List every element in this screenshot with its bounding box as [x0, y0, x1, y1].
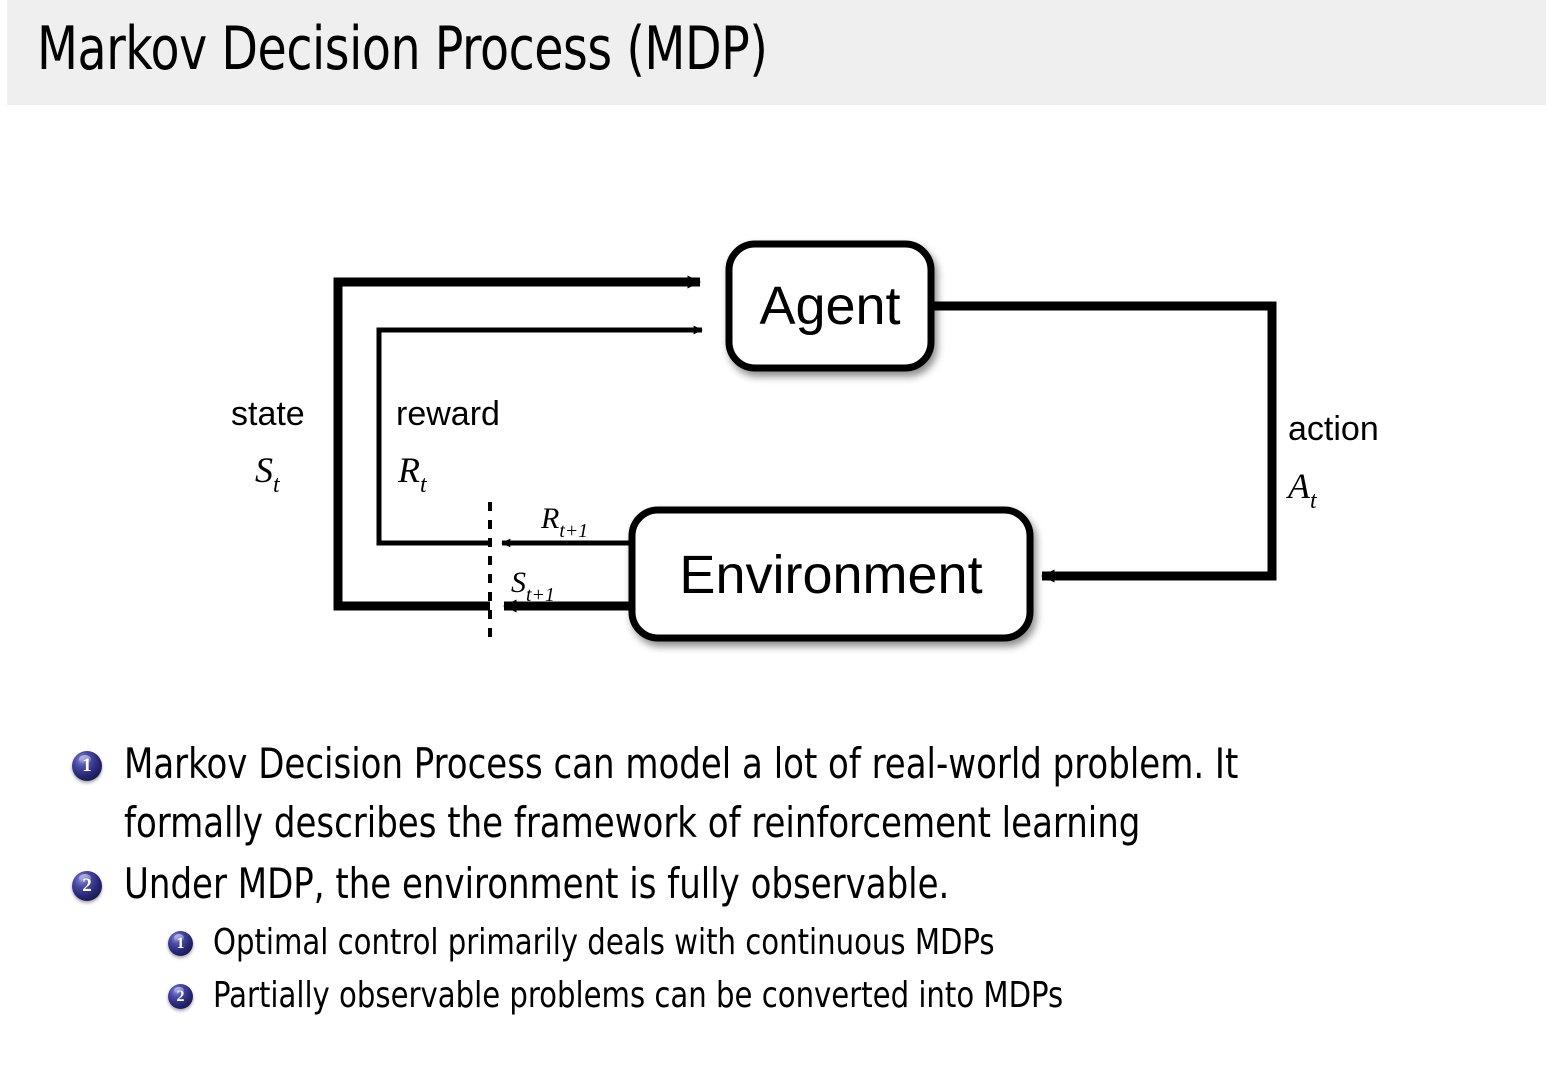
- reward-label-symbol: Rt: [397, 450, 428, 498]
- state-label-word: state: [231, 395, 305, 433]
- agent-node-label: Agent: [759, 276, 900, 336]
- sub-bullet-text: Optimal control primarily deals with con…: [213, 922, 995, 964]
- reward-feedback-path: [376, 325, 703, 546]
- action-label-symbol: At: [1286, 466, 1318, 514]
- bullet-line: Markov Decision Process can model a lot …: [124, 739, 1239, 788]
- bullet-text: Markov Decision Process can model a lot …: [124, 735, 1404, 853]
- bullet-marker-1: 1: [72, 751, 102, 781]
- bullet-list-region: 1 Markov Decision Process can model a lo…: [0, 735, 1546, 1022]
- state-feedback-path: [333, 275, 701, 611]
- agent-node: Agent: [725, 240, 935, 372]
- bullet-marker-2: 2: [72, 870, 102, 901]
- bullet-text: Under MDP, the environment is fully obse…: [124, 855, 1404, 914]
- bullet-list-level1: 1 Markov Decision Process can model a lo…: [0, 735, 1546, 1022]
- slide-header-bar: Markov Decision Process (MDP): [7, 0, 1546, 105]
- reward-next-label: Rt+1: [540, 502, 588, 542]
- list-item: 2 Under MDP, the environment is fully ob…: [0, 855, 1546, 1022]
- state-next-label: St+1: [511, 566, 555, 606]
- environment-node-label: Environment: [679, 545, 982, 605]
- bullet-line: Under MDP, the environment is fully obse…: [124, 858, 950, 908]
- bullet-line: formally describes the framework of rein…: [124, 797, 1141, 847]
- reward-label-word: reward: [396, 395, 500, 433]
- list-item: 1 Optimal control primarily deals with c…: [0, 917, 1546, 969]
- action-label-word: action: [1288, 410, 1379, 448]
- sub-bullet-marker-1: 1: [168, 931, 193, 957]
- state-label-symbol: St: [255, 450, 281, 498]
- list-item: 2 Partially observable problems can be c…: [0, 970, 1546, 1022]
- sub-bullet-text: Partially observable problems can be con…: [213, 974, 1064, 1016]
- bullet-list-level2: 1 Optimal control primarily deals with c…: [0, 917, 1546, 1021]
- sub-bullet-marker-2: 2: [168, 983, 193, 1009]
- page-title: Markov Decision Process (MDP): [37, 14, 768, 84]
- action-path: [932, 301, 1277, 583]
- environment-node: Environment: [628, 506, 1034, 642]
- mdp-agent-environment-diagram: Agent Environment state St reward Rt act…: [0, 130, 1546, 690]
- list-item: 1 Markov Decision Process can model a lo…: [0, 735, 1546, 853]
